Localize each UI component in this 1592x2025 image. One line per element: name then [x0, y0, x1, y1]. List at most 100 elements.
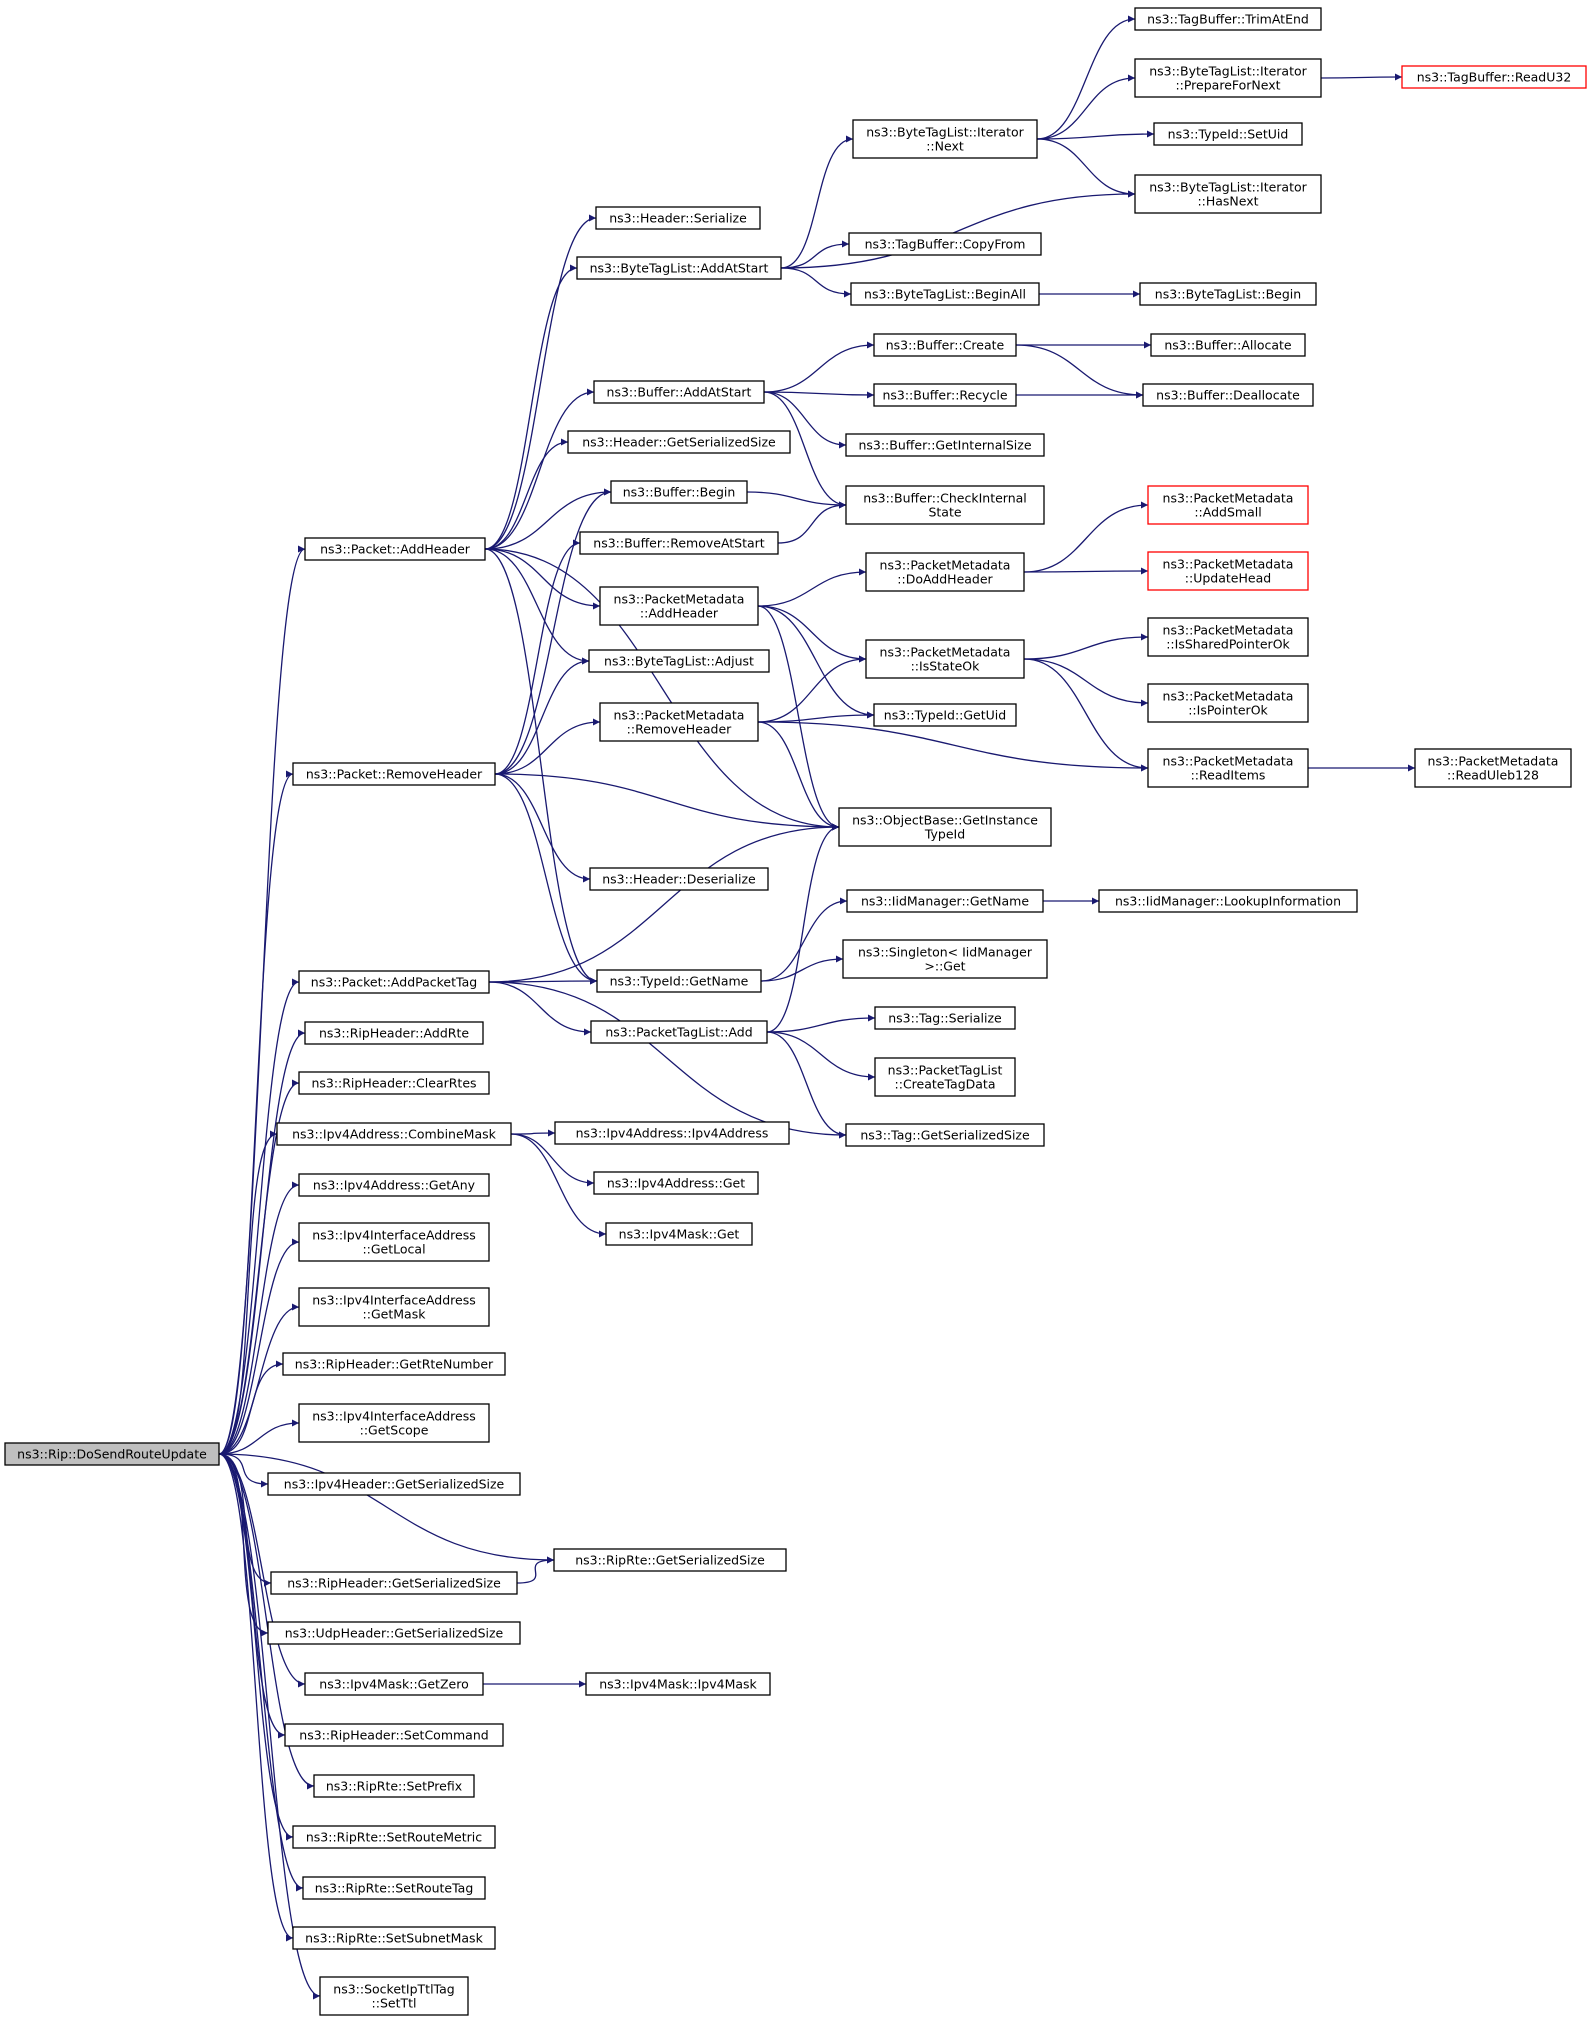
node-btl-begin-all[interactable]: ns3::ByteTagList::BeginAll — [850, 282, 1040, 306]
node-btl-add-at-start[interactable]: ns3::ByteTagList::AddAtStart — [576, 256, 782, 280]
node-rip-add-rte[interactable]: ns3::RipHeader::AddRte — [304, 1021, 484, 1045]
node-iid-get-name[interactable]: ns3::IidManager::GetName — [846, 889, 1044, 913]
node-buf-allocate[interactable]: ns3::Buffer::Allocate — [1150, 333, 1306, 357]
node-buf-add-at-start[interactable]: ns3::Buffer::AddAtStart — [593, 380, 765, 404]
node-ptl-add[interactable]: ns3::PacketTagList::Add — [590, 1020, 768, 1044]
node-ipv4-header-size[interactable]: ns3::Ipv4Header::GetSerializedSize — [267, 1472, 521, 1496]
node-iid-lookup[interactable]: ns3::IidManager::LookupInformation — [1098, 889, 1358, 913]
node-label: ::HasNext — [1197, 194, 1258, 209]
edge-add-header-to-header-get-size — [484, 438, 569, 550]
edge-add-header-to-buf-add-at-start — [484, 388, 595, 550]
node-pm-do-add-header[interactable]: ns3::PacketMetadata::DoAddHeader — [865, 552, 1025, 592]
node-type-id-get-uid[interactable]: ns3::TypeId::GetUid — [873, 703, 1017, 727]
node-box — [1153, 122, 1303, 146]
node-label: ::IsSharedPointerOk — [1166, 637, 1290, 652]
node-add-packet-tag[interactable]: ns3::Packet::AddPacketTag — [298, 970, 490, 994]
node-mask-get[interactable]: ns3::Ipv4Mask::Get — [605, 1222, 753, 1246]
node-label: ns3::ByteTagList::BeginAll — [864, 287, 1026, 302]
node-pm-remove-header[interactable]: ns3::PacketMetadata::RemoveHeader — [599, 702, 759, 742]
node-label: ::Next — [926, 139, 964, 154]
node-buf-get-internal-size[interactable]: ns3::Buffer::GetInternalSize — [845, 433, 1045, 457]
node-pm-add-header[interactable]: ns3::PacketMetadata::AddHeader — [599, 586, 759, 626]
node-rte-set-subnet-mask[interactable]: ns3::RipRte::SetSubnetMask — [292, 1926, 496, 1950]
node-buf-recycle[interactable]: ns3::Buffer::Recycle — [873, 383, 1017, 407]
node-btl-adjust[interactable]: ns3::ByteTagList::Adjust — [588, 649, 770, 673]
node-tb-trim-at-end[interactable]: ns3::TagBuffer::TrimAtEnd — [1134, 7, 1322, 31]
node-label: ns3::RipHeader::ClearRtes — [311, 1076, 476, 1091]
node-header-get-size[interactable]: ns3::Header::GetSerializedSize — [567, 430, 791, 454]
node-iface-get-mask[interactable]: ns3::Ipv4InterfaceAddress::GetMask — [298, 1287, 490, 1327]
node-tb-copy-from[interactable]: ns3::TagBuffer::CopyFrom — [848, 232, 1042, 256]
node-btl-iter-has-next[interactable]: ns3::ByteTagList::Iterator::HasNext — [1134, 174, 1322, 214]
node-buf-remove-at-start[interactable]: ns3::Buffer::RemoveAtStart — [579, 531, 779, 555]
edge-buf-add-at-start-to-buf-create — [763, 341, 875, 393]
node-rip-header-size[interactable]: ns3::RipHeader::GetSerializedSize — [270, 1571, 518, 1595]
node-ipv4-get-any[interactable]: ns3::Ipv4Address::GetAny — [298, 1173, 490, 1197]
node-root[interactable]: ns3::Rip::DoSendRouteUpdate — [4, 1442, 220, 1466]
node-box — [588, 649, 770, 673]
node-header-serialize[interactable]: ns3::Header::Serialize — [595, 206, 761, 230]
edge-buf-remove-at-start-to-buf-check-internal-state — [777, 501, 847, 544]
node-buf-begin[interactable]: ns3::Buffer::Begin — [610, 480, 748, 504]
node-btl-begin[interactable]: ns3::ByteTagList::Begin — [1139, 282, 1317, 306]
node-type-id-get-name[interactable]: ns3::TypeId::GetName — [596, 969, 762, 993]
node-rip-get-rte-number[interactable]: ns3::RipHeader::GetRteNumber — [282, 1352, 506, 1376]
edge-root-to-iface-get-local — [218, 1238, 300, 1455]
node-label: ns3::PacketTagList — [888, 1063, 1003, 1078]
node-tag-get-size[interactable]: ns3::Tag::GetSerializedSize — [845, 1123, 1045, 1147]
node-label: ns3::Buffer::RemoveAtStart — [593, 536, 765, 551]
node-iface-get-scope[interactable]: ns3::Ipv4InterfaceAddress::GetScope — [298, 1403, 490, 1443]
node-singleton-get[interactable]: ns3::Singleton< IidManager>::Get — [842, 939, 1048, 979]
edge-remove-header-to-get-instance-type-id — [494, 773, 840, 831]
node-rip-clear-rtes[interactable]: ns3::RipHeader::ClearRtes — [298, 1071, 490, 1095]
node-label: ns3::Packet::AddHeader — [320, 542, 471, 557]
node-buf-create[interactable]: ns3::Buffer::Create — [873, 333, 1017, 357]
node-ipv4-addr-get[interactable]: ns3::Ipv4Address::Get — [593, 1171, 759, 1195]
node-ipv4-addr-ctor[interactable]: ns3::Ipv4Address::Ipv4Address — [554, 1121, 790, 1145]
node-pm-update-head[interactable]: ns3::PacketMetadata::UpdateHead — [1147, 551, 1309, 591]
node-header-deserialize[interactable]: ns3::Header::Deserialize — [589, 867, 769, 891]
node-mask-get-zero[interactable]: ns3::Ipv4Mask::GetZero — [304, 1672, 484, 1696]
node-remove-header[interactable]: ns3::Packet::RemoveHeader — [292, 762, 496, 786]
node-mask-ctor[interactable]: ns3::Ipv4Mask::Ipv4Mask — [585, 1672, 771, 1696]
node-iface-get-local[interactable]: ns3::Ipv4InterfaceAddress::GetLocal — [298, 1222, 490, 1262]
node-pm-add-small[interactable]: ns3::PacketMetadata::AddSmall — [1147, 485, 1309, 525]
node-pm-is-state-ok[interactable]: ns3::PacketMetadata::IsStateOk — [865, 639, 1025, 679]
node-label: ns3::TagBuffer::ReadU32 — [1417, 70, 1572, 85]
node-btl-iter-prepare[interactable]: ns3::ByteTagList::Iterator::PrepareForNe… — [1134, 58, 1322, 98]
node-rte-set-route-tag[interactable]: ns3::RipRte::SetRouteTag — [302, 1876, 486, 1900]
node-label: ns3::ByteTagList::Iterator — [1149, 180, 1307, 195]
node-rip-rte-size[interactable]: ns3::RipRte::GetSerializedSize — [553, 1548, 787, 1572]
node-label: ns3::TypeId::GetName — [610, 974, 749, 989]
node-combine-mask[interactable]: ns3::Ipv4Address::CombineMask — [276, 1122, 512, 1146]
edge-btl-iter-next-to-btl-iter-prepare — [1036, 74, 1136, 140]
node-pm-read-uleb128[interactable]: ns3::PacketMetadata::ReadUleb128 — [1414, 748, 1572, 788]
node-tb-read-u32[interactable]: ns3::TagBuffer::ReadU32 — [1401, 65, 1587, 89]
node-label: ns3::IidManager::LookupInformation — [1115, 894, 1341, 909]
edge-type-id-get-name-to-singleton-get — [760, 955, 844, 982]
node-box — [585, 1672, 771, 1696]
edge-root-to-iface-get-scope — [218, 1419, 300, 1455]
node-socket-set-ttl[interactable]: ns3::SocketIpTtlTag::SetTtl — [319, 1976, 469, 2016]
node-tag-serialize[interactable]: ns3::Tag::Serialize — [874, 1006, 1016, 1030]
node-buf-deallocate[interactable]: ns3::Buffer::Deallocate — [1142, 383, 1314, 407]
edge-remove-header-to-buf-remove-at-start — [494, 539, 581, 775]
edge-remove-header-to-btl-adjust — [494, 657, 590, 775]
node-rte-set-route-metric[interactable]: ns3::RipRte::SetRouteMetric — [292, 1825, 496, 1849]
node-pm-is-shared-pointer-ok[interactable]: ns3::PacketMetadata::IsSharedPointerOk — [1147, 617, 1309, 657]
node-label: ns3::SocketIpTtlTag — [333, 1982, 454, 1997]
node-box — [298, 1173, 490, 1197]
node-rte-set-prefix[interactable]: ns3::RipRte::SetPrefix — [313, 1774, 475, 1798]
node-udp-header-size[interactable]: ns3::UdpHeader::GetSerializedSize — [267, 1621, 521, 1645]
edge-pm-is-state-ok-to-pm-read-items — [1023, 658, 1149, 772]
node-ptl-create-tag-data[interactable]: ns3::PacketTagList::CreateTagData — [874, 1057, 1016, 1097]
node-rip-set-command[interactable]: ns3::RipHeader::SetCommand — [284, 1723, 504, 1747]
node-pm-is-pointer-ok[interactable]: ns3::PacketMetadata::IsPointerOk — [1147, 683, 1309, 723]
edge-root-to-mask-get-zero — [218, 1453, 306, 1688]
node-type-id-set-uid[interactable]: ns3::TypeId::SetUid — [1153, 122, 1303, 146]
node-add-header[interactable]: ns3::Packet::AddHeader — [304, 537, 486, 561]
node-btl-iter-next[interactable]: ns3::ByteTagList::Iterator::Next — [852, 119, 1038, 159]
node-pm-read-items[interactable]: ns3::PacketMetadata::ReadItems — [1147, 748, 1309, 788]
